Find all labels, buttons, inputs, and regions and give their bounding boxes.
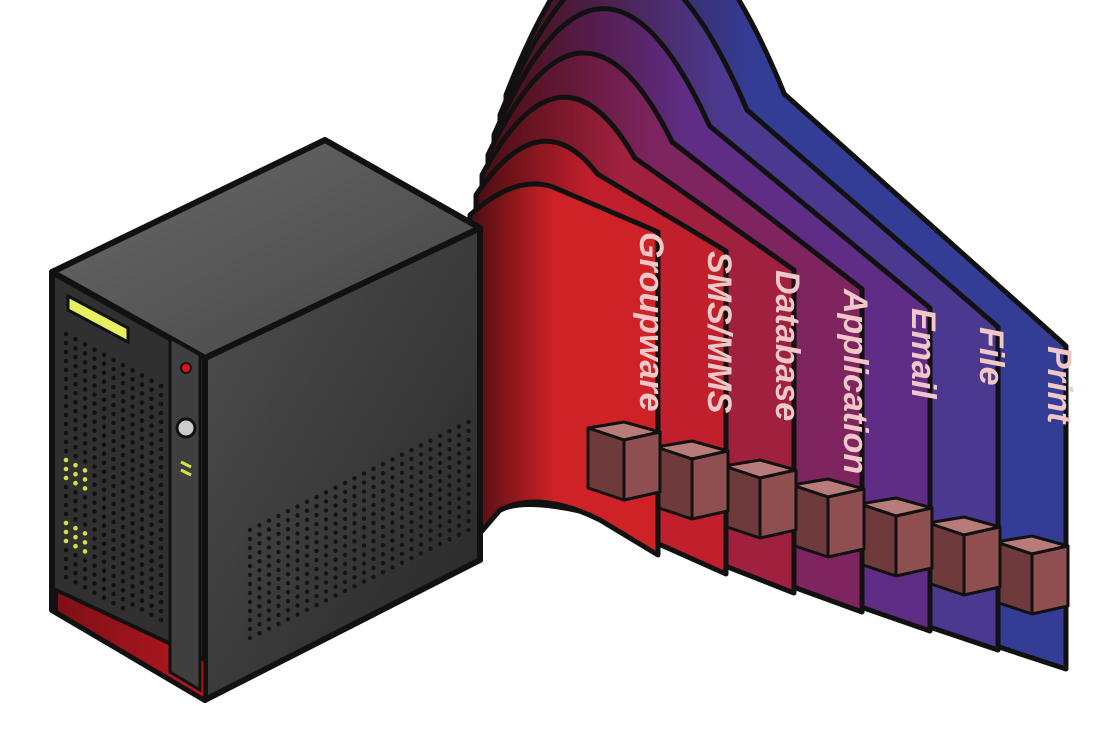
server-bezel bbox=[168, 335, 202, 693]
service-layers: Print File Email Application Database SMS/MMS… bbox=[467, 0, 1078, 672]
front-vent bbox=[63, 331, 164, 623]
layer-label: Groupware bbox=[632, 232, 670, 411]
power-light-icon bbox=[180, 362, 192, 374]
layer-label: Application bbox=[836, 288, 874, 474]
layer-label: Print bbox=[1040, 346, 1078, 425]
storage-box-icon bbox=[790, 477, 866, 559]
storage-box-icon bbox=[722, 458, 798, 540]
storage-box-icon bbox=[926, 515, 1002, 597]
storage-box-icon bbox=[994, 534, 1070, 616]
layer-groupware: Groupware bbox=[467, 181, 670, 558]
storage-box-icon bbox=[586, 420, 662, 502]
storage-box-icon bbox=[858, 496, 934, 578]
server-tower-icon bbox=[49, 137, 483, 703]
server-base bbox=[54, 588, 207, 702]
side-vent bbox=[247, 419, 471, 641]
status-led-icon bbox=[180, 460, 192, 477]
server-display bbox=[66, 293, 130, 345]
layer-label: Email bbox=[904, 308, 942, 400]
power-button-icon bbox=[175, 417, 197, 439]
layer-label: Database bbox=[768, 270, 806, 421]
storage-box-icon bbox=[654, 439, 730, 521]
layer-label: SMS/MMS bbox=[700, 251, 738, 414]
layer-label: File bbox=[972, 327, 1010, 386]
